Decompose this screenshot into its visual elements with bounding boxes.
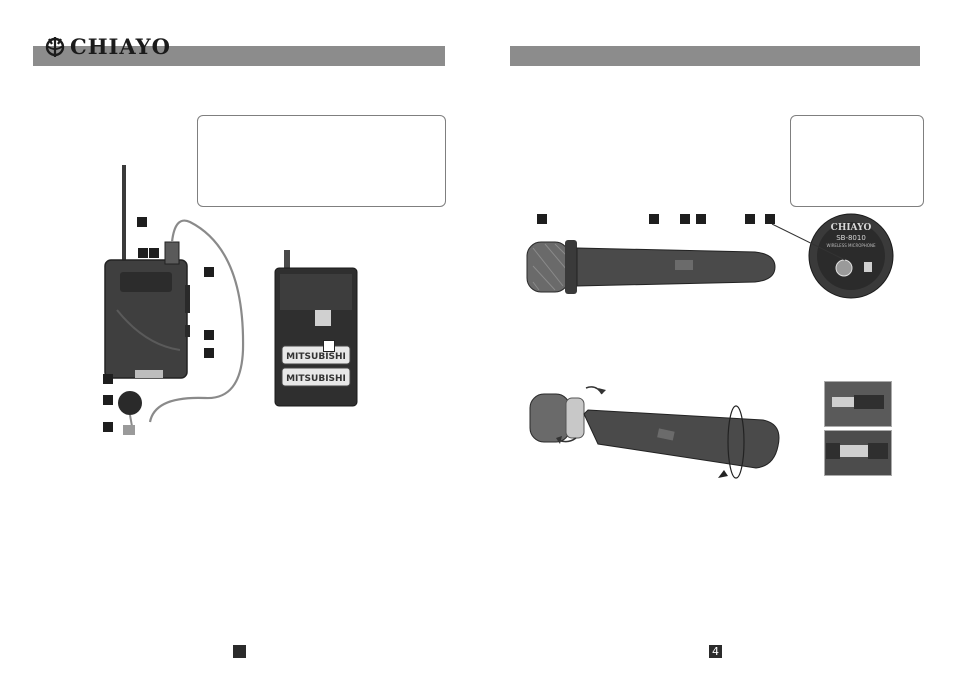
battery-inset-details: [826, 395, 888, 459]
left-page-number: [233, 645, 246, 658]
callout-marker-battery-cover: [745, 214, 755, 224]
handheld-microphone-image: [526, 240, 776, 294]
right-header-bar: [510, 46, 920, 66]
brand-name: CHIAYO: [70, 34, 171, 59]
left-info-box: [197, 115, 446, 207]
callout-marker-antenna: [137, 217, 147, 227]
callout-marker-indicator: [696, 214, 706, 224]
microphone-base-image: CHIAYO SB-8010 WIRELESS MICROPHONE: [808, 213, 894, 299]
callout-marker-top-2: [149, 248, 159, 258]
callout-marker-tie-clip: [103, 422, 113, 432]
brand-logo: CHIAYO: [44, 34, 171, 59]
left-header-bar: [33, 46, 445, 66]
callout-marker-top-1: [138, 248, 148, 258]
callout-marker-grille: [537, 214, 547, 224]
right-page-number: 4: [709, 645, 722, 658]
mic-base-leader-line: [771, 223, 846, 261]
callout-marker-base: [765, 214, 775, 224]
callout-marker-bottom: [103, 374, 113, 384]
callout-marker-connector: [204, 267, 214, 277]
battery-label-top: MITSUBISHI: [286, 352, 346, 362]
callout-marker-battery-1: [323, 340, 335, 352]
mic-base-subtitle: WIRELESS MICROPHONE: [827, 243, 876, 248]
callout-marker-side-switch: [204, 330, 214, 340]
bodypack-transmitter-image: [104, 165, 245, 435]
callout-marker-display: [649, 214, 659, 224]
mic-base-brand: CHIAYO: [831, 223, 872, 233]
mic-base-model: SB-8010: [836, 234, 866, 242]
callout-marker-belt-clip: [204, 348, 214, 358]
callout-marker-lav-mic: [103, 395, 113, 405]
chiayo-crest-icon: [45, 36, 65, 57]
callout-marker-power-switch: [680, 214, 690, 224]
right-info-box: [790, 115, 924, 207]
microphone-unscrew-image: [529, 386, 780, 479]
battery-label-bottom: MITSUBISHI: [286, 374, 346, 384]
bodypack-battery-compartment-image: MITSUBISHI MITSUBISHI: [274, 250, 358, 407]
